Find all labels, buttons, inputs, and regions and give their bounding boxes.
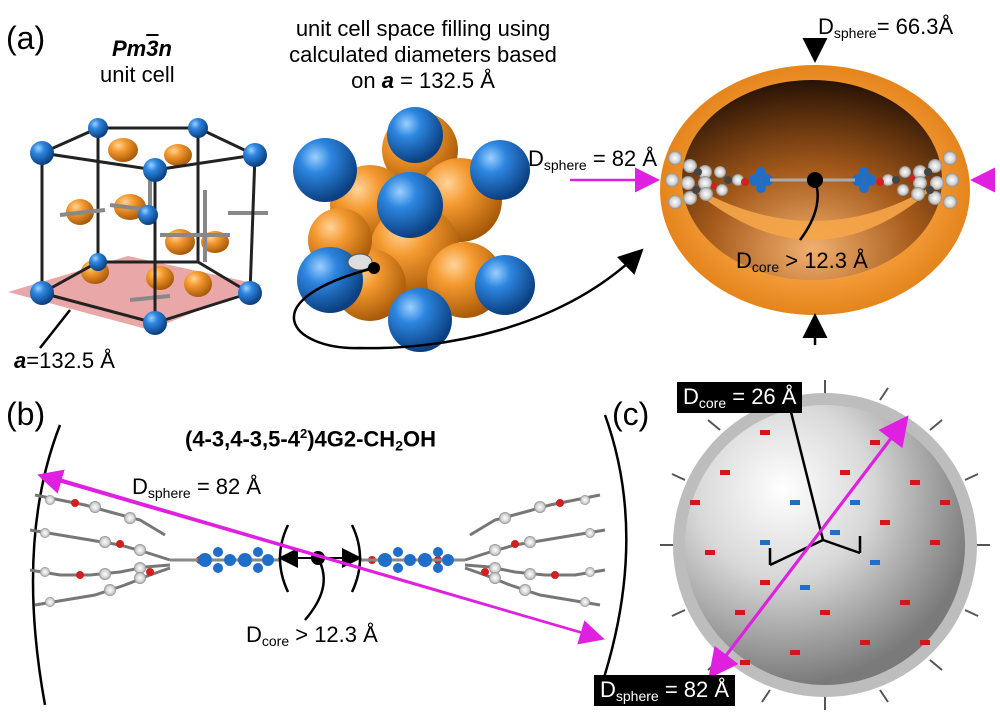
unit-cell-diagram	[8, 118, 268, 349]
lattice-pointer	[39, 309, 71, 349]
micelle-spikes	[660, 380, 990, 710]
panel-b-core-label: Dcore > 12.3 Å	[246, 622, 378, 649]
panel-c-sphere-label: Dsphere = 82 Å	[594, 675, 736, 706]
sphere-cutaway	[570, 38, 995, 345]
sphere-core-label: Dcore > 12.3 Å	[736, 248, 868, 275]
panel-b-sphere-label: Dsphere = 82 Å	[132, 474, 262, 501]
micelle-model	[660, 380, 990, 710]
left-bracket-arc	[31, 424, 62, 706]
blue-corner-spheres	[30, 118, 267, 335]
panel-label-b: (b)	[6, 396, 46, 432]
panel-label-a: (a)	[6, 20, 46, 56]
sphere-diameter-arrow-back	[37, 469, 601, 640]
panel-label-c: (c)	[612, 396, 650, 432]
space-filling-model	[292, 107, 644, 352]
sphere-side-diameter-label: Dsphere = 82 Å	[528, 146, 658, 173]
space-filling-caption: unit cell space filling using calculated…	[289, 16, 557, 93]
zoom-arrow	[292, 248, 644, 350]
micelle-red-atoms	[690, 430, 950, 665]
cell-edges-back	[96, 126, 200, 264]
dendron-molecule-a	[665, 151, 959, 241]
space-group-label: Pm3n	[112, 36, 172, 61]
right-bracket-arc	[598, 414, 628, 691]
core-pointer	[304, 557, 325, 621]
molecule-formula: (4-3,4-3,5-42)4G2-CH2OH	[185, 426, 436, 454]
panel-c-core-label: Dcore = 26 Å	[677, 382, 803, 413]
dendron-molecule-b	[29, 414, 628, 706]
unit-cell-title: unit cell	[100, 62, 175, 87]
lattice-parameter-label: a=132.5 Å	[14, 348, 115, 373]
sphere-top-diameter-label: Dsphere= 66.3Å	[818, 14, 954, 41]
micelle-diameter-arrow-back	[708, 419, 907, 679]
micelle-blue-atoms	[760, 500, 880, 590]
core-radius-lines	[768, 407, 862, 567]
